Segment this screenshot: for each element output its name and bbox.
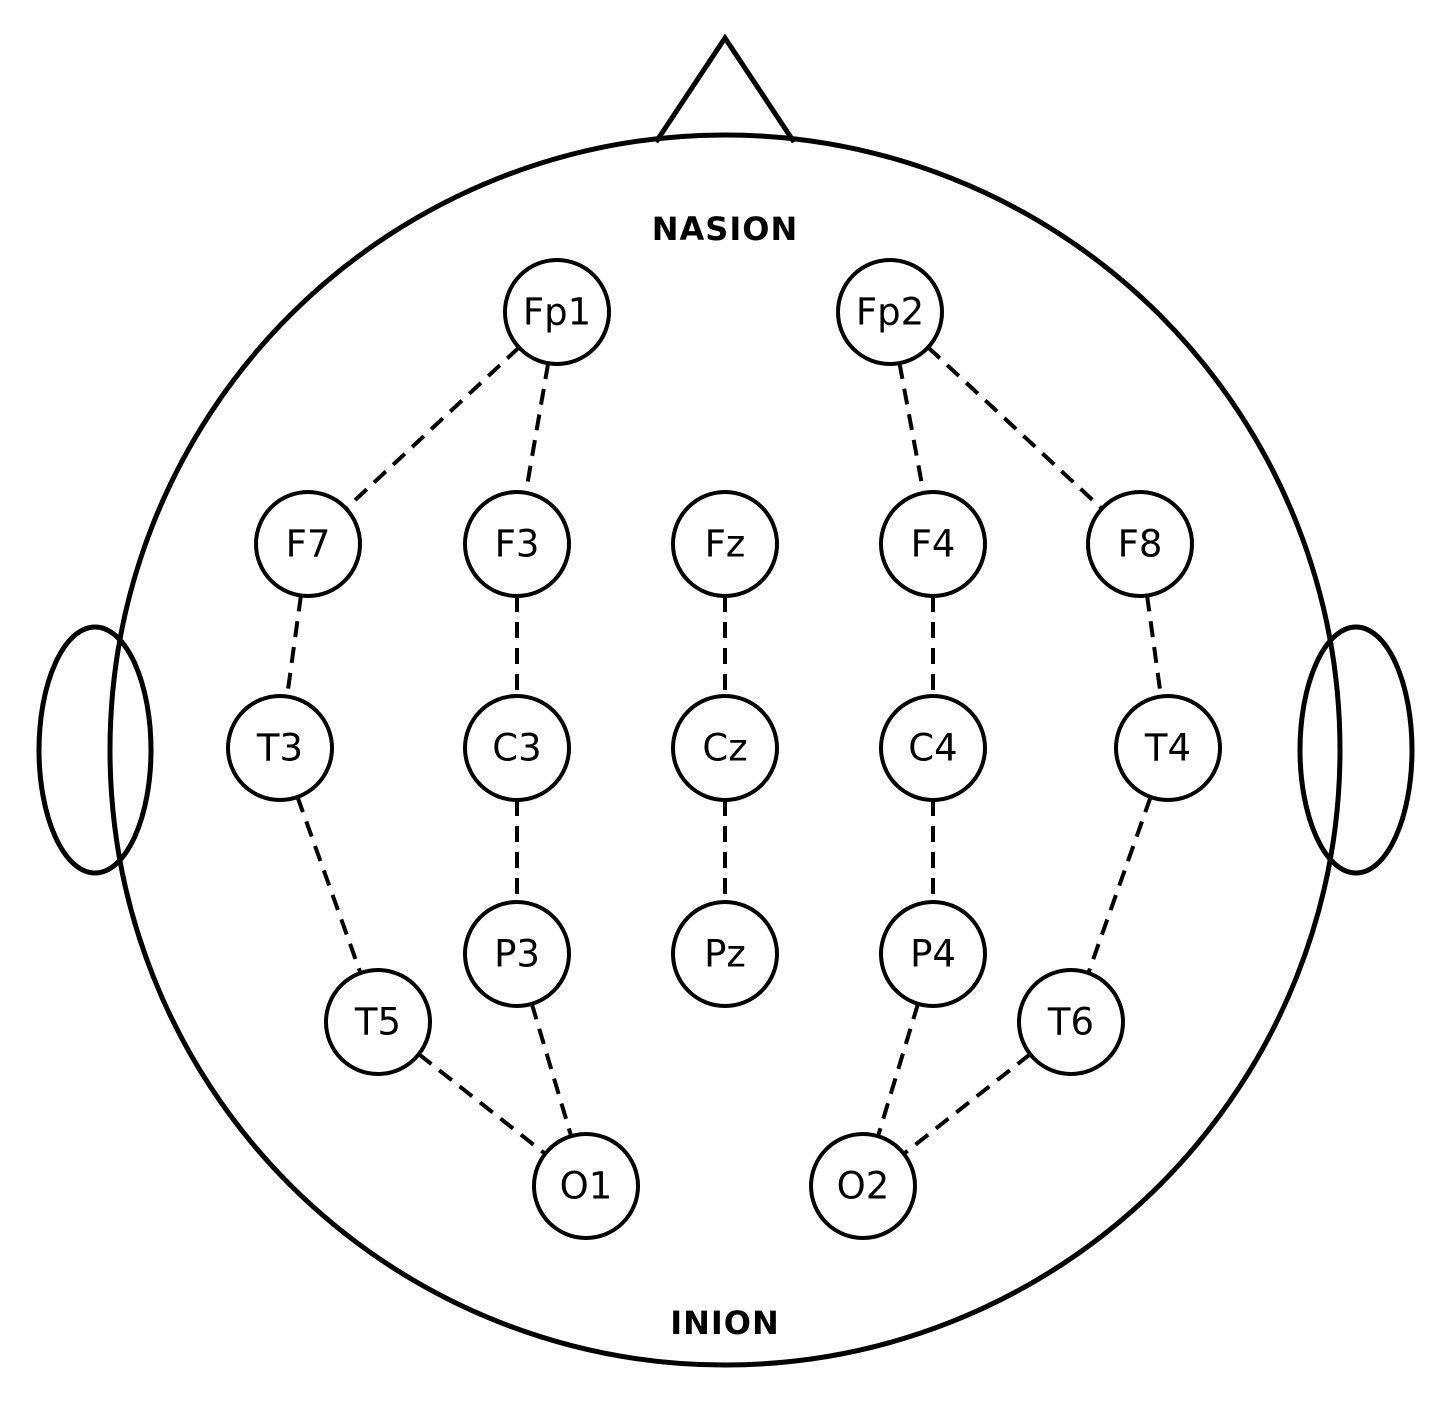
electrode-circle (879, 694, 987, 802)
electrode-fp2: Fp2 (836, 258, 944, 366)
electrode-label: T3 (256, 727, 303, 770)
electrode-f8: F8 (1086, 490, 1194, 598)
electrode-f7: F7 (254, 490, 362, 598)
electrode-cz: Cz (671, 694, 779, 802)
connection-t3-t5 (295, 796, 363, 974)
electrode-label: F3 (495, 523, 540, 566)
electrode-circle (671, 694, 779, 802)
electrode-circle (879, 490, 987, 598)
electrode-label: Pz (704, 933, 746, 976)
inion-label: INION (670, 1304, 780, 1342)
electrode-label: Fp2 (856, 291, 924, 334)
electrode-t6: T6 (1017, 968, 1125, 1076)
electrode-label: P3 (494, 933, 540, 976)
electrode-circle (532, 1132, 640, 1240)
electrode-o2: O2 (809, 1132, 917, 1240)
connection-fp1-f7 (344, 345, 521, 511)
left-ear (36, 624, 154, 876)
connection-p4-o2 (876, 1003, 920, 1137)
electrode-o1: O1 (532, 1132, 640, 1240)
electrode-label: F8 (1118, 523, 1163, 566)
electrode-p3: P3 (463, 900, 571, 1008)
electrode-pz: Pz (671, 900, 779, 1008)
electrode-circle (1086, 490, 1194, 598)
connection-t6-o2 (902, 1052, 1032, 1156)
electrode-label: F7 (286, 523, 331, 566)
nose-outline (653, 33, 797, 144)
electrode-p4: P4 (879, 900, 987, 1008)
electrode-f4: F4 (879, 490, 987, 598)
electrode-circle (1114, 694, 1222, 802)
connection-f8-t4 (1145, 595, 1163, 697)
electrode-circle (671, 490, 779, 598)
electrode-f3: F3 (463, 490, 571, 598)
electrode-circle (671, 900, 779, 1008)
nasion-label: NASION (652, 210, 798, 248)
electrode-circle (463, 694, 571, 802)
electrode-label: Fp1 (523, 291, 591, 334)
electrode-circle (254, 490, 362, 598)
electrode-label: T6 (1047, 1001, 1094, 1044)
electrode-label: T5 (354, 1001, 401, 1044)
electrode-fz: Fz (671, 490, 779, 598)
electrode-label: F4 (911, 523, 956, 566)
electrode-label: O2 (837, 1165, 890, 1208)
electrode-circle (879, 900, 987, 1008)
connection-fp2-f4 (897, 362, 926, 494)
connection-f7-t3 (285, 595, 303, 697)
electrode-circle (1017, 968, 1125, 1076)
electrode-circle (463, 490, 571, 598)
connection-p3-o1 (529, 1003, 574, 1137)
electrode-label: T4 (1144, 727, 1191, 770)
electrode-label: C3 (492, 727, 541, 770)
electrode-connections (285, 345, 1163, 1156)
electrode-c3: C3 (463, 694, 571, 802)
electrode-t4: T4 (1114, 694, 1222, 802)
connection-t5-o1 (417, 1052, 547, 1156)
electrode-circle (226, 694, 334, 802)
electrode-label: C4 (908, 727, 957, 770)
electrode-circle (463, 900, 571, 1008)
electrode-c4: C4 (879, 694, 987, 802)
electrode-circle (503, 258, 611, 366)
electrode-label: Cz (702, 727, 747, 770)
electrode-fp1: Fp1 (503, 258, 611, 366)
electrode-label: P4 (910, 933, 956, 976)
connection-t4-t6 (1086, 796, 1153, 974)
right-ear (1297, 624, 1415, 876)
electrode-t3: T3 (226, 694, 334, 802)
electrode-label: O1 (560, 1165, 613, 1208)
electrode-circle (324, 968, 432, 1076)
electrode-t5: T5 (324, 968, 432, 1076)
electrode-circle (809, 1132, 917, 1240)
head-outline (107, 132, 1343, 1368)
electrode-label: Fz (705, 523, 746, 566)
connection-fp1-f3 (523, 362, 551, 494)
electrode-circle (836, 258, 944, 366)
connection-fp2-f8 (926, 345, 1104, 511)
